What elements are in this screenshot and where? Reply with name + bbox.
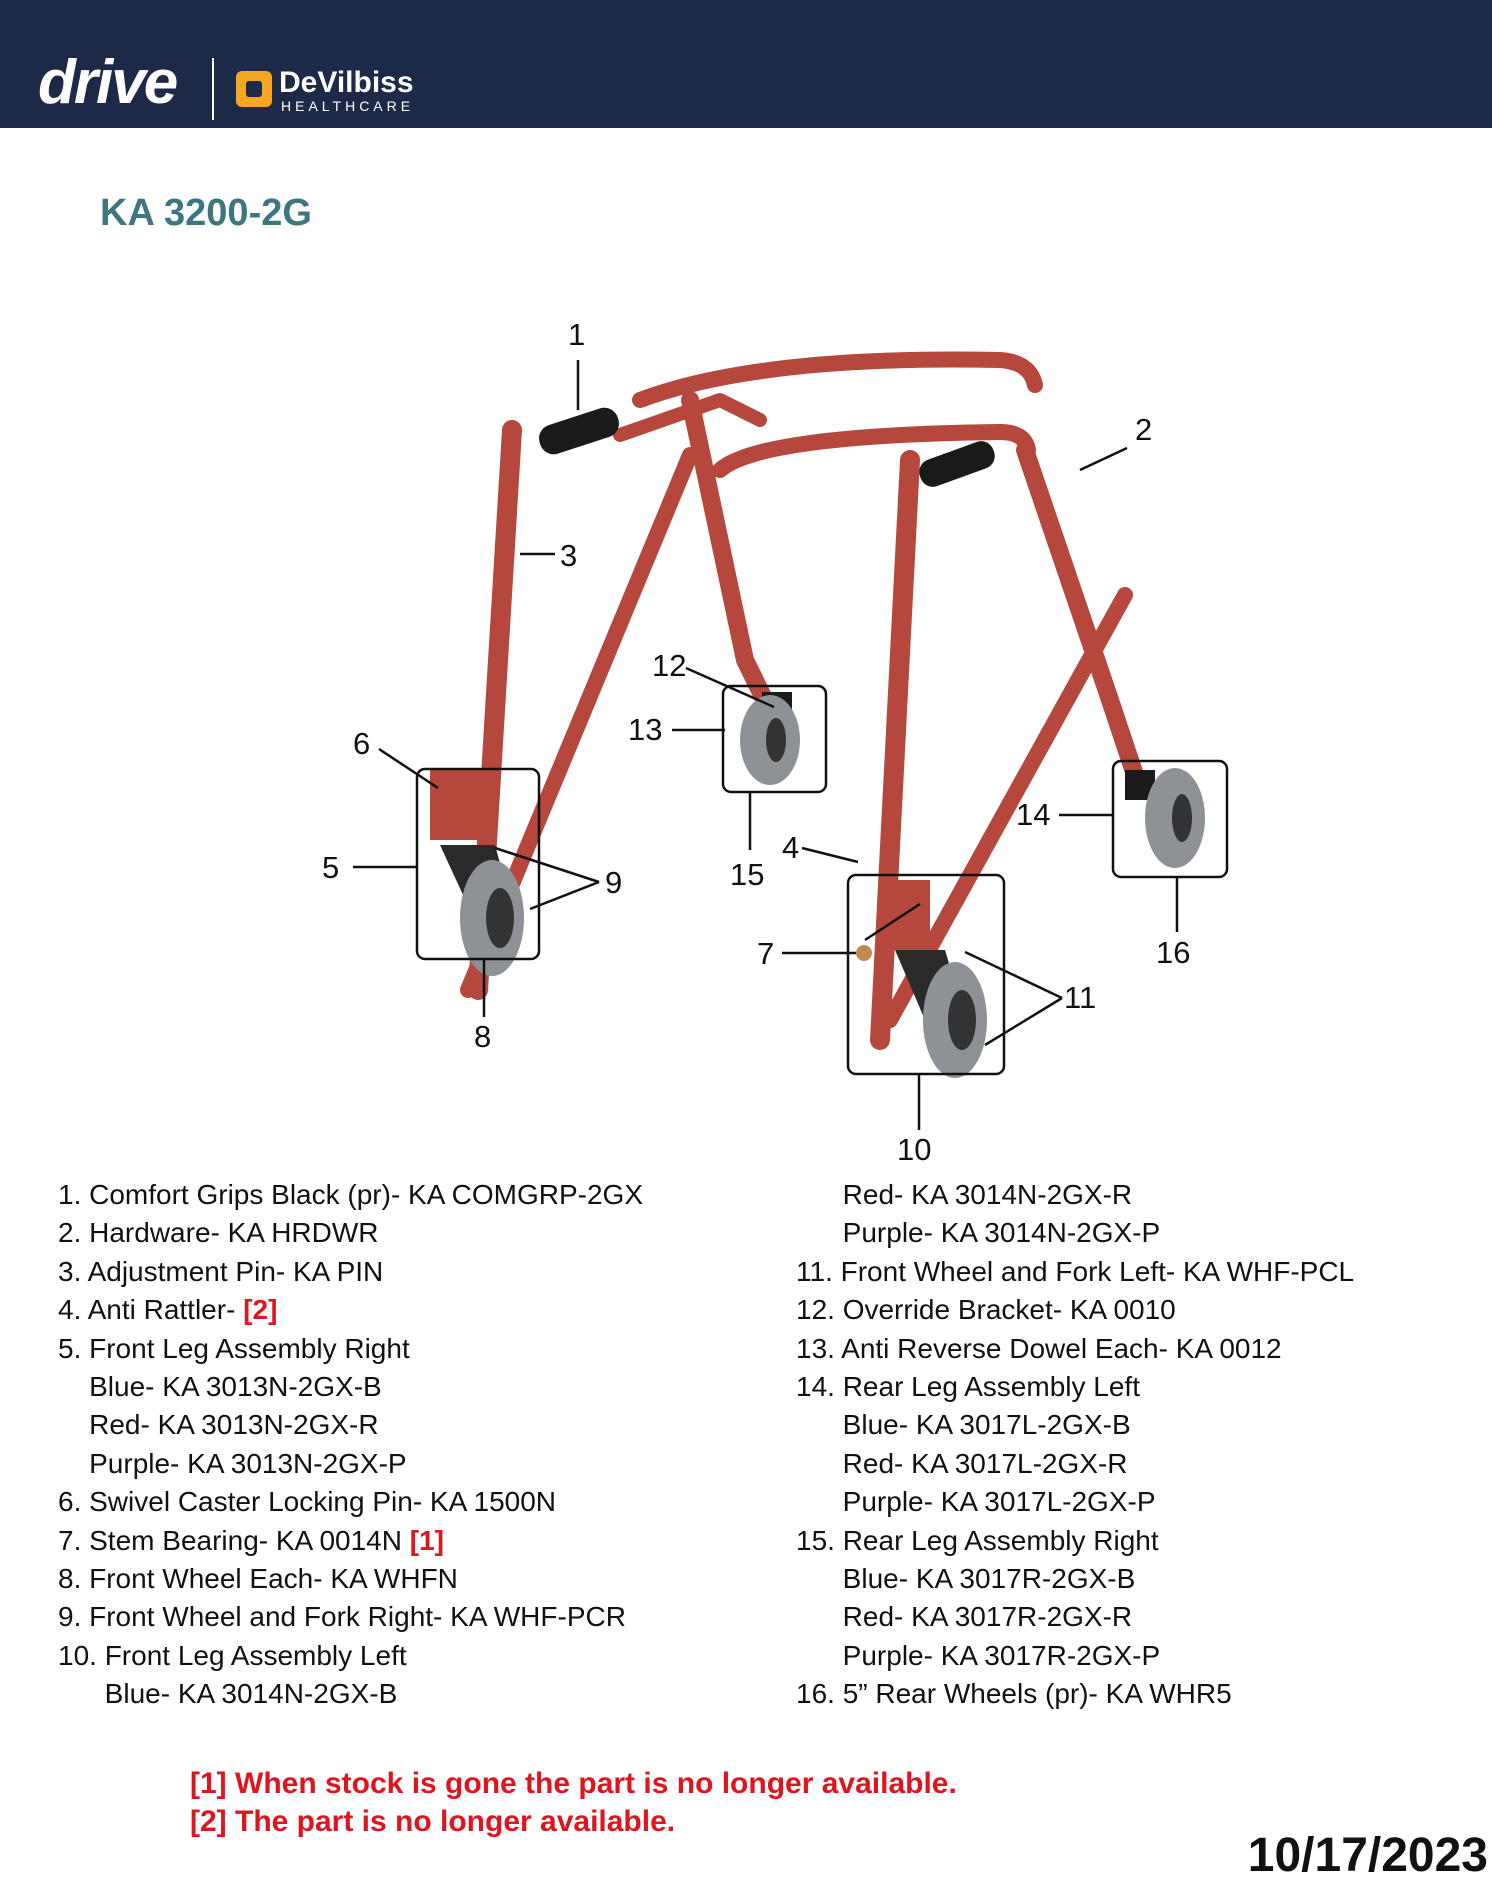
part-variant: Red- KA 3017L-2GX-R [796, 1447, 1128, 1479]
devilbiss-logo-icon [236, 71, 272, 107]
callout-12: 12 [652, 648, 686, 683]
part-variant: Purple- KA 3017R-2GX-P [796, 1639, 1161, 1671]
part-item: 14. Rear Leg Assembly Left [796, 1370, 1140, 1402]
part-item: 9. Front Wheel and Fork Right- KA WHF-PC… [58, 1601, 626, 1633]
footnotes: [1] When stock is gone the part is no lo… [190, 1765, 957, 1841]
part-item: 8. Front Wheel Each- KA WHFN [58, 1562, 458, 1594]
footnote-2: [2] The part is no longer available. [190, 1805, 676, 1838]
callout-15: 15 [730, 857, 764, 892]
callout-8: 8 [474, 1019, 491, 1054]
footnote-ref: [1] [409, 1524, 444, 1556]
parts-list-left: 1. Comfort Grips Black (pr)- KA COMGRP-2… [58, 1176, 758, 1713]
part-item: 7. Stem Bearing- KA 0014N [1] [58, 1524, 444, 1556]
part-item: 11. Front Wheel and Fork Left- KA WHF-PC… [796, 1255, 1355, 1287]
part-variant: Purple- KA 3017L-2GX-P [796, 1486, 1156, 1518]
model-title: KA 3200-2G [100, 192, 312, 234]
callout-box-16 [1111, 759, 1229, 879]
part-variant: Blue- KA 3017L-2GX-B [796, 1409, 1131, 1441]
callout-7: 7 [757, 936, 774, 971]
callout-boxes [415, 684, 1229, 1076]
part-item: 1. Comfort Grips Black (pr)- KA COMGRP-2… [58, 1179, 643, 1210]
callout-10: 10 [897, 1132, 931, 1167]
part-item: 15. Rear Leg Assembly Right [796, 1524, 1159, 1556]
part-variant: Blue- KA 3017R-2GX-B [796, 1562, 1136, 1594]
callout-5: 5 [322, 850, 339, 885]
callout-2: 2 [1135, 412, 1152, 447]
part-item: 12. Override Bracket- KA 0010 [796, 1294, 1176, 1326]
revision-date: 10/17/2023 [1247, 1829, 1488, 1882]
devilbiss-logo-text: DeVilbiss [279, 66, 414, 99]
part-variant: Purple- KA 3013N-2GX-P [58, 1447, 407, 1479]
part-item: 6. Swivel Caster Locking Pin- KA 1500N [58, 1486, 557, 1518]
part-variant: Red- KA 3017R-2GX-R [796, 1601, 1133, 1633]
walker-diagram: 1 2 3 4 5 6 7 8 9 10 11 12 13 14 15 16 [322, 317, 1229, 1167]
callout-14: 14 [1016, 797, 1050, 832]
part-variant: Red- KA 3014N-2GX-R [796, 1179, 1133, 1210]
callout-box-15 [721, 684, 828, 794]
callout-16: 16 [1156, 935, 1190, 970]
part-item: 16. 5” Rear Wheels (pr)- KA WHR5 [796, 1678, 1232, 1710]
parts-list-right: Red- KA 3014N-2GX-R Purple- KA 3014N-2GX… [796, 1176, 1456, 1713]
leader-lines [353, 360, 1179, 1130]
part-item: 5. Front Leg Assembly Right [58, 1332, 410, 1364]
healthcare-logo-text: HEALTHCARE [281, 98, 415, 114]
part-item: 3. Adjustment Pin- KA PIN [58, 1255, 384, 1287]
logo-divider [212, 58, 214, 120]
callout-13: 13 [628, 712, 662, 747]
callout-4: 4 [782, 830, 799, 865]
callout-11: 11 [1064, 980, 1096, 1015]
brand-header: drive DeVilbiss HEALTHCARE [0, 0, 1492, 128]
callout-labels: 1 2 3 4 5 6 7 8 9 10 11 12 13 14 15 16 [322, 317, 1190, 1167]
part-item: 13. Anti Reverse Dowel Each- KA 0012 [796, 1332, 1282, 1364]
footnote-1: [1] When stock is gone the part is no lo… [190, 1767, 957, 1800]
callout-box-8 [415, 767, 541, 961]
drive-logo: drive [38, 48, 178, 117]
part-item: 4. Anti Rattler- [2] [58, 1294, 278, 1326]
part-item: 10. Front Leg Assembly Left [58, 1639, 407, 1671]
footnote-ref: [2] [243, 1294, 278, 1326]
part-variant: Purple- KA 3014N-2GX-P [796, 1217, 1161, 1249]
part-variant: Red- KA 3013N-2GX-R [58, 1409, 379, 1441]
callout-9: 9 [605, 865, 622, 900]
walker-illustration [430, 351, 1205, 1078]
part-item: 2. Hardware- KA HRDWR [58, 1217, 379, 1249]
callout-1: 1 [568, 317, 585, 352]
callout-6: 6 [353, 726, 370, 761]
part-variant: Blue- KA 3013N-2GX-B [58, 1370, 382, 1402]
callout-box-10 [846, 873, 1006, 1076]
callout-3: 3 [560, 538, 577, 573]
part-variant: Blue- KA 3014N-2GX-B [58, 1678, 398, 1710]
